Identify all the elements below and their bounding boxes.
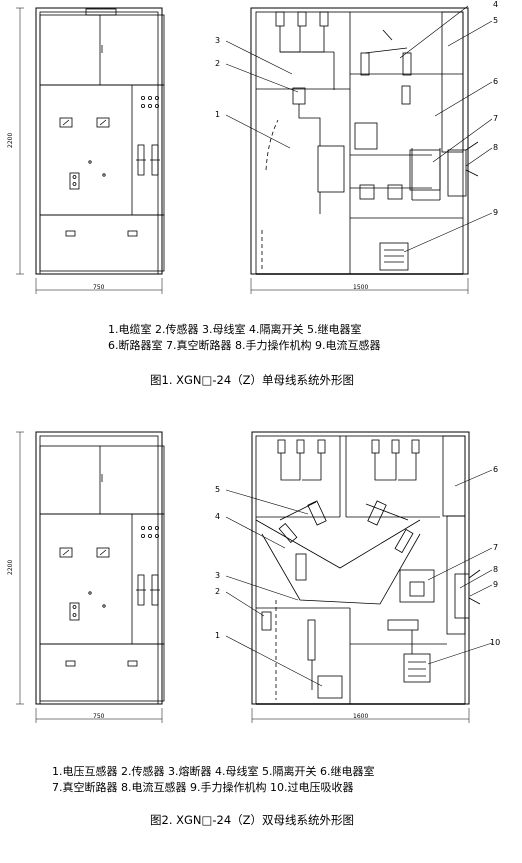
fig1-callout-7: 7 [493,114,498,123]
fig2-side-section [225,431,493,723]
fig1-callout-5: 5 [493,16,498,25]
fig2-callout-5: 5 [215,485,220,494]
fig1-legend-line2: 6.断路器室 7.真空断路器 8.手力操作机构 9.电流互感器 [108,339,381,352]
fig2-callout-6: 6 [493,465,498,474]
fig2-callout-9: 9 [493,580,498,589]
fig2-callout-4: 4 [215,512,220,521]
fig2-legend: 1.电压互感器 2.传感器 3.熔断器 4.母线室 5.隔离开关 6.继电器室 … [52,764,374,796]
fig1-callout-8: 8 [493,143,498,152]
fig1-callout-6: 6 [493,77,498,86]
fig2-callout-7: 7 [493,543,498,552]
fig1-height-dim: 2200 [7,133,14,148]
fig2-callout-3: 3 [215,571,220,580]
fig2-callout-1: 1 [215,631,220,640]
fig2-callout-10: 10 [490,638,500,647]
fig2-side-width-dim: 1600 [353,713,368,720]
fig2-front-width-dim: 750 [93,713,105,720]
fig2-front-view [16,431,165,723]
fig2-callout-2: 2 [215,587,220,596]
fig1-legend-line1: 1.电缆室 2.传感器 3.母线室 4.隔离开关 5.继电器室 [108,323,362,336]
fig2-height-dim: 2200 [7,560,14,575]
fig1-caption: 图1. XGN□-24（Z）单母线系统外形图 [150,373,355,387]
fig1-side-width-dim: 1500 [353,284,368,291]
fig1-callout-4: 4 [493,0,498,9]
fig1-callout-2: 2 [215,59,220,68]
fig1-front-width-dim: 750 [93,284,105,291]
fig1-callout-9: 9 [493,208,498,217]
fig1-side-section [225,5,493,294]
fig1-callout-3: 3 [215,36,220,45]
fig1-callout-1: 1 [215,110,220,119]
fig1-front-view [16,7,165,294]
fig2-legend-line2: 7.真空断路器 8.电流互感器 9.手力操作机构 10.过电压吸收器 [52,781,354,794]
fig2-legend-line1: 1.电压互感器 2.传感器 3.熔断器 4.母线室 5.隔离开关 6.继电器室 [52,765,375,778]
fig2-caption: 图2. XGN□-24（Z）双母线系统外形图 [150,813,355,827]
fig1-legend: 1.电缆室 2.传感器 3.母线室 4.隔离开关 5.继电器室 6.断路器室 7… [108,322,380,354]
fig2-callout-8: 8 [493,565,498,574]
